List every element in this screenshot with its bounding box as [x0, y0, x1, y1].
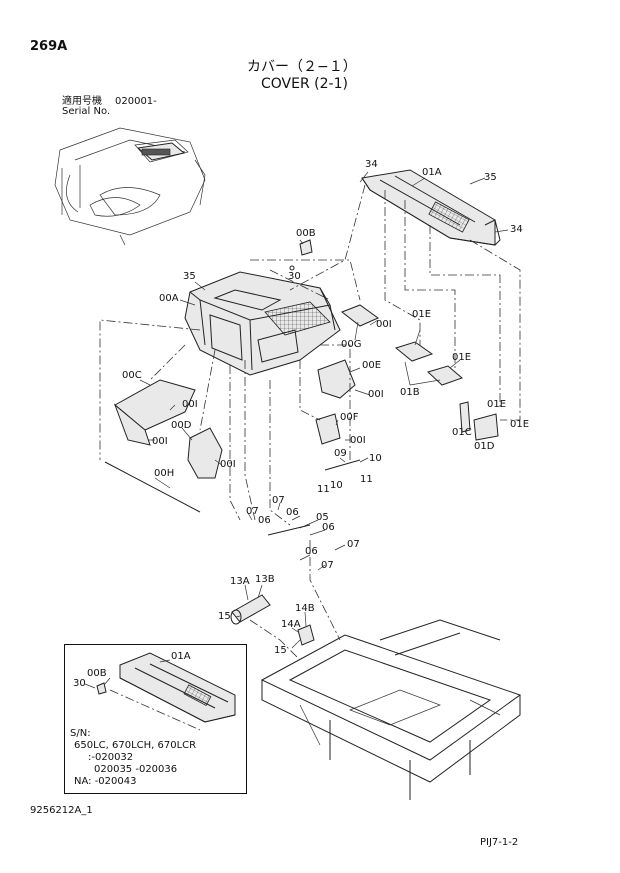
page-reference: PIJ7-1-2 — [480, 837, 519, 848]
bracket-00B — [289, 239, 313, 271]
callout-34: 34 — [510, 224, 523, 235]
callout-30: 30 — [288, 271, 301, 282]
cover-00E — [317, 359, 356, 399]
lamp-13A — [230, 594, 271, 625]
callout-00A: 00A — [159, 293, 179, 304]
cover-01A — [361, 169, 501, 246]
title-en: COVER (2-1) — [261, 76, 348, 92]
inset-cover-drawing — [84, 652, 236, 731]
callout-07: 07 — [347, 539, 360, 550]
callout-09: 09 — [334, 448, 347, 459]
inset-sn-range-1: :-020032 — [88, 752, 134, 763]
callout-01A: 01A — [422, 167, 442, 178]
callout-00B: 00B — [296, 228, 316, 239]
callout-00I: 00I — [152, 436, 168, 447]
machine-locator-thumbnail — [54, 127, 206, 246]
inset-callout-00B: 00B — [87, 668, 107, 679]
serial-value: 020001- — [115, 96, 157, 107]
callout-35: 35 — [484, 172, 497, 183]
callout-00F: 00F — [340, 412, 359, 423]
inset-sn-na: NA: -020043 — [74, 776, 137, 787]
drawing-number: 9256212A_1 — [30, 805, 93, 816]
callout-01C: 01C — [452, 427, 472, 438]
callout-01D: 01D — [474, 441, 495, 452]
serial-label-en: Serial No. — [62, 106, 111, 117]
strip-00H — [104, 461, 201, 513]
callout-06: 06 — [305, 546, 318, 557]
callout-07: 07 — [246, 506, 259, 517]
callout-35: 35 — [183, 271, 196, 282]
callout-01B: 01B — [400, 387, 420, 398]
callout-13A: 13A — [230, 576, 250, 587]
inset-sn-models: 650LC, 670LCH, 670LCR — [74, 740, 197, 751]
callout-11: 11 — [317, 484, 330, 495]
callout-00I: 00I — [376, 319, 392, 330]
inset-sn-label: S/N: — [70, 728, 91, 739]
callout-00I: 00I — [368, 389, 384, 400]
plates-01B — [394, 341, 463, 386]
callout-leaders — [139, 171, 509, 649]
rod-09 — [324, 459, 361, 471]
page-code: 269A — [30, 39, 68, 54]
callout-00I: 00I — [182, 399, 198, 410]
bracket-14A — [297, 624, 315, 646]
plate-00G — [340, 304, 379, 327]
inset-sn-range-2: 020035 -020036 — [94, 764, 178, 775]
callout-00E: 00E — [362, 360, 382, 371]
callout-00H: 00H — [154, 468, 175, 479]
callout-01E: 01E — [452, 352, 472, 363]
cover-00F — [315, 413, 341, 445]
cover-00C — [113, 379, 196, 446]
callout-13B: 13B — [255, 574, 275, 585]
callout-11: 11 — [360, 474, 373, 485]
callout-14A: 14A — [281, 619, 301, 630]
callout-06: 06 — [286, 507, 299, 518]
callout-07: 07 — [321, 560, 334, 571]
serial-label-jp: 適用号機 — [62, 96, 102, 107]
callout-06: 06 — [258, 515, 271, 526]
callout-15: 15 — [218, 611, 231, 622]
callout-00I: 00I — [220, 459, 236, 470]
callout-00C: 00C — [122, 370, 142, 381]
callout-00I: 00I — [350, 435, 366, 446]
inset-panel — [64, 644, 247, 794]
callout-01E: 01E — [412, 309, 432, 320]
inset-callout-30: 30 — [73, 678, 86, 689]
assembly-leader-lines — [99, 184, 521, 661]
title-jp: カバー（２−１） — [247, 59, 357, 75]
upperstructure-frame — [260, 619, 522, 800]
callout-00G: 00G — [341, 339, 362, 350]
callout-10: 10 — [369, 453, 382, 464]
callout-06: 06 — [322, 522, 335, 533]
callout-15: 15 — [274, 645, 287, 656]
callout-01E: 01E — [510, 419, 530, 430]
cover-00D — [187, 427, 223, 479]
plates-01C-01D — [459, 401, 499, 441]
callout-34: 34 — [365, 159, 378, 170]
callout-01E: 01E — [487, 399, 507, 410]
callout-07: 07 — [272, 495, 285, 506]
callout-00D: 00D — [171, 420, 192, 431]
callout-14B: 14B — [295, 603, 315, 614]
callout-05: 05 — [316, 512, 329, 523]
inset-callout-01A: 01A — [171, 651, 191, 662]
callout-10: 10 — [330, 480, 343, 491]
cover-00A — [184, 271, 341, 376]
